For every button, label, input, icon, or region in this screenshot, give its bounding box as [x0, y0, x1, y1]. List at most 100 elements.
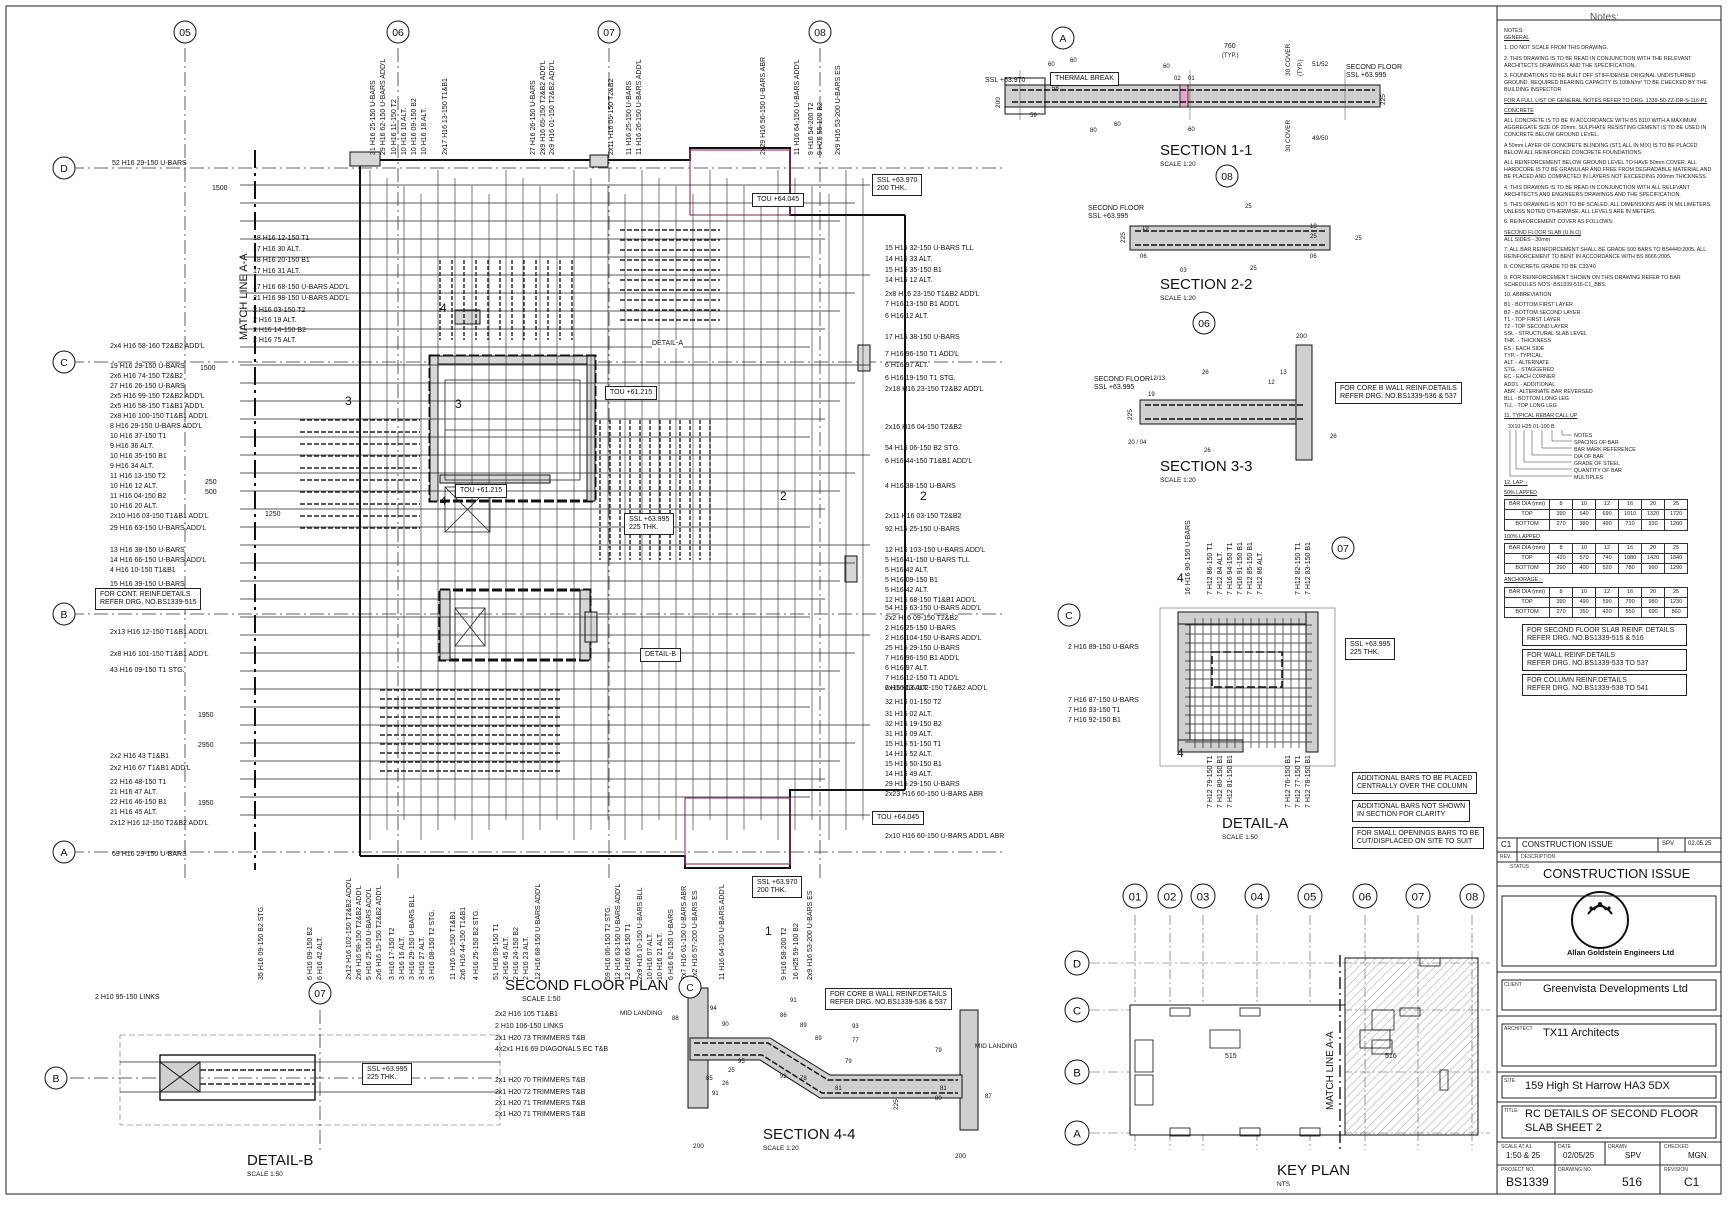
- s4-n9191: 91: [712, 1091, 719, 1097]
- detail-a-left-4: 7 H16 92-150 B1: [1068, 717, 1121, 724]
- s4-n88: 88: [672, 1016, 679, 1022]
- s4-n93: 93: [852, 1024, 859, 1030]
- detail-a-top-label: 7 H12 84 ALT.: [1217, 551, 1224, 595]
- left-rebar-label: 2x8 H16 100-150 T1&B1 ADD'L: [110, 413, 209, 420]
- table-head-cell: 20: [1641, 498, 1666, 511]
- bottom-rebar-label: 2x9 H16 10-150 U-BARS BLL: [637, 887, 644, 980]
- date-value: 02/05/25: [1563, 1151, 1595, 1160]
- table-cell: 1320: [1641, 509, 1666, 521]
- detail-a-top-label: 7 H12 85-150 B1: [1247, 542, 1254, 595]
- right-rebar-label: 2x10 H16 60-150 U-BARS ADD'L ABR: [885, 833, 1004, 840]
- right-rebar-label: 6 H16 44-150 T1&B1 ADD'L: [885, 458, 972, 465]
- s1-n02: 02: [1174, 76, 1181, 82]
- section-1-ssl: SSL +63.970: [985, 77, 1026, 84]
- s2-n06a: 06: [1140, 254, 1147, 260]
- section-2-bubble-circle: [1215, 164, 1239, 188]
- left-rebar-label: 52 H16 29-150 U-BARS: [112, 160, 187, 167]
- grid-bubble-C-circle: [52, 350, 76, 374]
- detail-a-sec-4a: 4: [1177, 571, 1184, 585]
- s4-d200b: 200: [955, 1153, 966, 1160]
- table-cell: 1420: [1641, 552, 1666, 565]
- client-head: CLIENT: [1504, 982, 1522, 988]
- s3-n2004: 20 / 04: [1128, 440, 1147, 446]
- drawing-ref-line: FOR COLUMN REINF.DETAILS: [1527, 677, 1627, 685]
- s4-n95: 95: [738, 1059, 745, 1065]
- abbreviation-item: T2 - TOP SECOND LAYER: [1504, 323, 1569, 330]
- grid-bubble-06-circle: [386, 20, 410, 44]
- key-plan-row-C-circle: [1064, 997, 1090, 1023]
- s4-n92: 92: [780, 1074, 787, 1080]
- notes-lap-head: 12. LAP :-: [1504, 479, 1528, 486]
- detail-b-label: 2x1 H20 71 TRIMMERS T&B: [495, 1100, 586, 1107]
- table-head-cell: 16: [1618, 586, 1643, 598]
- detail-a-top-label: 7 H12 86 ALT.: [1257, 551, 1264, 595]
- tou-level-4: TOU +64.045: [872, 811, 925, 825]
- left-rebar-label: 17 H16 68-150 U-BARS ADD'L: [253, 284, 349, 291]
- grid-bubble-05: 05: [179, 28, 191, 39]
- grid-bubble-C: C: [60, 358, 68, 369]
- callup-part: GRADE OF STEEL: [1574, 460, 1620, 467]
- note-more-item: 10. ABBREVIATION: [1504, 292, 1552, 299]
- left-rebar-label: 2x5 H16 58-150 T1&B1 ADD'L: [110, 403, 205, 410]
- grid-bubble-07: 07: [603, 28, 615, 39]
- right-rebar-label: 5 H16 09-150 B1: [885, 577, 938, 584]
- right-rebar-label: 6 H16 19-150 T1 STG.: [885, 375, 956, 382]
- key-plan: [1090, 915, 1490, 1150]
- left-rebar-label: 19 H16 29-150 U-BARS: [110, 363, 185, 370]
- bottom-rebar-label: 10 H16 21 ALT.: [657, 933, 664, 980]
- note-concrete-item: 6. REINFORCEMENT COVER AS FOLLOWS:: [1504, 219, 1614, 226]
- callup-leaders: [1509, 429, 1572, 476]
- s4-n94: 94: [710, 1006, 717, 1012]
- left-rebar-label: 14 H16 66-150 U-BARS ADD'L: [110, 557, 206, 564]
- title-block-frame: [1497, 19, 1721, 1194]
- key-plan-col-01: 01: [1129, 891, 1142, 903]
- s4-n25: 25: [728, 1068, 735, 1074]
- site-value: 159 High St Harrow HA3 5DX: [1525, 1080, 1670, 1092]
- s4-n87: 87: [985, 1094, 992, 1100]
- dim-250: 250: [205, 479, 217, 486]
- section-4-scale: SCALE 1:20: [763, 1145, 799, 1152]
- table-cell: 490: [1595, 519, 1620, 531]
- sheet-border: [5, 5, 1722, 1195]
- s3-d225: 225: [1127, 409, 1134, 420]
- table-cell: 1840: [1664, 552, 1689, 565]
- callup-part: MULTIPLES: [1574, 474, 1604, 481]
- key-plan-scale: NTS: [1277, 1181, 1290, 1188]
- table-head-cell: 10: [1572, 586, 1597, 598]
- right-rebar-label: 31 H16 02 ALT.: [885, 711, 932, 718]
- table-cell: 990: [1641, 563, 1666, 575]
- project-value: BS1339: [1506, 1175, 1549, 1189]
- table-row-label: TOP: [1503, 552, 1551, 565]
- abbreviation-item: EC - EACH CORNER: [1504, 374, 1556, 381]
- s1-ref-5152: 51/52: [1312, 61, 1329, 68]
- table-head-cell: 8: [1549, 542, 1574, 554]
- abbreviation-item: STG. - STAGGERED: [1504, 367, 1554, 374]
- bottom-rebar-label: 5 H16 25-150 U-BARS ADD'L: [366, 888, 373, 980]
- left-rebar-label: 15 H16 39-150 U-BARS: [110, 581, 185, 588]
- callup-part: DIA OF BAR: [1574, 453, 1604, 460]
- abbreviation-item: B2 - BOTTOM SECOND LAYER: [1504, 309, 1581, 316]
- detail-a-note-1a: ADDITIONAL BARS TO BE PLACED: [1357, 775, 1473, 782]
- ssl-level-1-value: SSL +63.970: [877, 177, 918, 184]
- desc-head: DESCRIPTION: [1521, 854, 1556, 860]
- architect-head: ARCHITECT: [1504, 1026, 1533, 1032]
- right-rebar-label: 7 H16 96-150 B1 ADD'L: [885, 655, 960, 662]
- key-plan-row-A-circle: [1064, 1120, 1090, 1146]
- key-plan-col-08: 08: [1466, 891, 1479, 903]
- s4-d200a: 200: [693, 1143, 704, 1150]
- bottom-rebar-label: 2x2 H16 57-200 U-BARS ES: [692, 890, 699, 980]
- abbreviation-item: SSL - STRUCTURAL SLAB LEVEL: [1504, 331, 1587, 338]
- status-value: CONSTRUCTION ISSUE: [1543, 866, 1691, 881]
- left-rebar-label: 2 H16 19 ALT.: [253, 317, 297, 324]
- table-cell: 1720: [1664, 509, 1689, 521]
- detail-a-top-label: 16 H16 90-150 U-BARS: [1185, 520, 1192, 595]
